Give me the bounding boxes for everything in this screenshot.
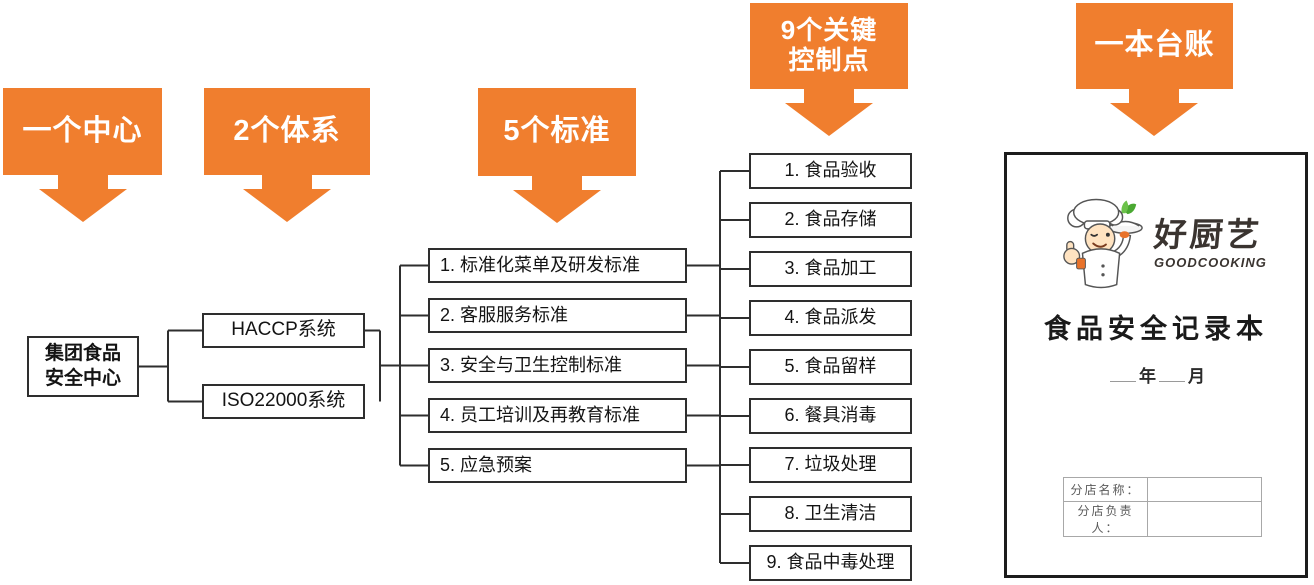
node-control-point-9: 9. 食品中毒处理 (749, 545, 912, 581)
node-standard-2: 2. 客服服务标准 (428, 298, 687, 333)
banner-one-ledger: 一本台账 (1076, 3, 1233, 89)
store-manager-label: 分店负责人： (1063, 501, 1148, 537)
banner-five-standards: 5个标准 (478, 88, 636, 176)
year-blank-field (1110, 366, 1136, 382)
node-standard-1: 1. 标准化菜单及研发标准 (428, 248, 687, 283)
node-standard-5: 5. 应急预案 (428, 448, 687, 483)
node-standard-4: 4. 员工培训及再教育标准 (428, 398, 687, 433)
table-row: 分店负责人： (1063, 501, 1262, 537)
brand-logo: 好厨艺 GOODCOOKING (1059, 197, 1267, 291)
banner-one-center: 一个中心 (3, 88, 162, 175)
ledger-cover: 好厨艺 GOODCOOKING 食品安全记录本 年月 分店名称： 分店负责人： (1004, 152, 1308, 578)
node-control-point-6: 6. 餐具消毒 (749, 398, 912, 434)
node-control-point-1: 1. 食品验收 (749, 153, 912, 189)
node-control-point-8: 8. 卫生清洁 (749, 496, 912, 532)
node-control-point-5: 5. 食品留样 (749, 349, 912, 385)
banner-nine-control-points: 9个关键 控制点 (750, 3, 908, 89)
banner-two-systems: 2个体系 (204, 88, 370, 175)
ledger-info-table: 分店名称： 分店负责人： (1063, 477, 1262, 537)
ledger-title: 食品安全记录本 (1044, 314, 1268, 344)
store-manager-value (1147, 501, 1262, 537)
node-iso22000-system: ISO22000系统 (202, 384, 365, 419)
brand-name-cn: 好厨艺 (1152, 216, 1264, 253)
table-row: 分店名称： (1063, 477, 1262, 502)
node-group-food-safety-center: 集团食品 安全中心 (27, 336, 139, 397)
node-control-point-3: 3. 食品加工 (749, 251, 912, 287)
month-label: 月 (1188, 367, 1205, 386)
node-control-point-4: 4. 食品派发 (749, 300, 912, 336)
brand-name-en: GOODCOOKING (1154, 255, 1267, 270)
store-name-value (1147, 477, 1262, 502)
store-name-label: 分店名称： (1063, 477, 1148, 502)
node-control-point-2: 2. 食品存储 (749, 202, 912, 238)
ledger-date-line: 年月 (1007, 362, 1305, 387)
node-haccp-system: HACCP系统 (202, 313, 365, 348)
year-label: 年 (1139, 367, 1156, 386)
chef-mascot-icon (1063, 198, 1143, 289)
node-standard-3: 3. 安全与卫生控制标准 (428, 348, 687, 383)
node-control-point-7: 7. 垃圾处理 (749, 447, 912, 483)
month-blank-field (1159, 366, 1185, 382)
